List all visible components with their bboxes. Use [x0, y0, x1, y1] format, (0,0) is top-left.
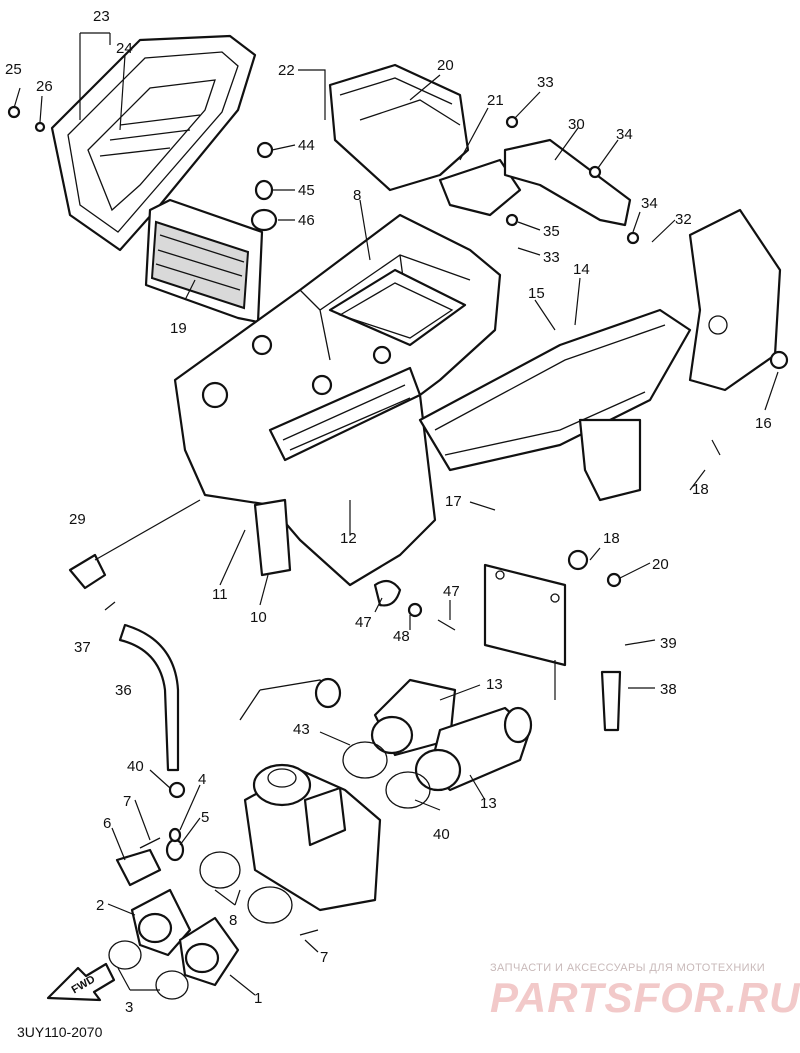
callout-15: 14 — [573, 261, 590, 278]
callout-33a: 33 — [537, 74, 554, 91]
callout-7b: 7 — [320, 949, 328, 966]
intake-duct — [418, 208, 782, 502]
forward-arrow: FWD — [46, 962, 116, 1002]
callout-46: 48 — [393, 628, 410, 645]
watermark-tagline: ЗАПЧАСТИ И АКСЕССУАРЫ ДЛЯ МОТОТЕХНИКИ — [490, 962, 765, 974]
callout-22: 19 — [170, 320, 187, 337]
callout-39: 40 — [127, 758, 144, 775]
leader-lines — [13, 32, 779, 996]
callout-2: 2 — [96, 897, 104, 914]
callout-17: 16 — [755, 415, 772, 432]
callout-18: 18 — [603, 530, 620, 547]
callout-12: 12 — [340, 530, 357, 547]
watermark-brand: PARTSFOR.RU — [490, 974, 800, 1021]
air-box-case — [173, 213, 502, 587]
callout-4: 4 — [198, 771, 206, 788]
callout-32a: 32 — [675, 211, 692, 228]
callout-31: 30 — [568, 116, 585, 133]
callout-30: 29 — [69, 511, 86, 528]
callout-40: 40 — [433, 826, 450, 843]
carburetor — [239, 677, 382, 912]
callout-7a: 7 — [123, 793, 131, 810]
callout-8: 8 — [229, 912, 237, 929]
callout-34b: 35 — [543, 223, 560, 240]
intake-manifolds — [108, 888, 240, 1000]
callout-28: 25 — [5, 61, 22, 78]
bracket — [503, 138, 632, 227]
callout-14: 13 — [486, 676, 503, 693]
callout-16: 15 — [528, 285, 545, 302]
air-filter-cover — [50, 34, 257, 252]
callout-23: 20 — [437, 57, 454, 74]
callout-21: 18 — [692, 481, 709, 498]
callout-10: 10 — [250, 609, 267, 626]
callout-19: 17 — [445, 493, 462, 510]
callout-36: 37 — [74, 639, 91, 656]
callout-27: 24 — [116, 40, 133, 57]
callout-9: 8 — [353, 187, 361, 204]
callout-5: 5 — [201, 809, 209, 826]
callout-47: 47 — [355, 614, 372, 631]
callout-3: 3 — [125, 999, 133, 1016]
callout-32b: 33 — [543, 249, 560, 266]
callout-43: 45 — [298, 182, 315, 199]
callout-6: 6 — [103, 815, 111, 832]
diagram-code: 3UY110-2070 — [17, 1024, 103, 1040]
callout-29: 26 — [36, 78, 53, 95]
callout-33b: 34 — [616, 126, 633, 143]
callout-37: 38 — [660, 681, 677, 698]
callout-13: 13 — [480, 795, 497, 812]
callout-41: 43 — [293, 721, 310, 738]
air-filter-element — [144, 198, 264, 324]
callout-44: 46 — [298, 212, 315, 229]
carburetor-joints — [370, 678, 533, 792]
air-duct-cover — [328, 63, 522, 217]
callout-38: 39 — [660, 635, 677, 652]
callout-45: 47 — [443, 583, 460, 600]
callout-20: 20 — [652, 556, 669, 573]
callout-11: 11 — [212, 586, 228, 603]
callout-42: 44 — [298, 137, 315, 154]
watermark: ЗАПЧАСТИ И АКСЕССУАРЫ ДЛЯ МОТОТЕХНИКИ PA… — [490, 962, 800, 1021]
callout-labels: 23 24 25 26 22 20 21 33 30 34 44 45 46 8… — [5, 8, 772, 1016]
callout-1: 1 — [254, 990, 262, 1007]
callout-34a: 34 — [641, 195, 658, 212]
plate — [483, 563, 567, 667]
clamps — [199, 741, 431, 924]
callout-25: 22 — [278, 62, 295, 79]
callout-35: 36 — [115, 682, 132, 699]
callout-24: 21 — [487, 92, 504, 109]
callout-26: 23 — [93, 8, 110, 25]
small-parts — [7, 105, 789, 936]
